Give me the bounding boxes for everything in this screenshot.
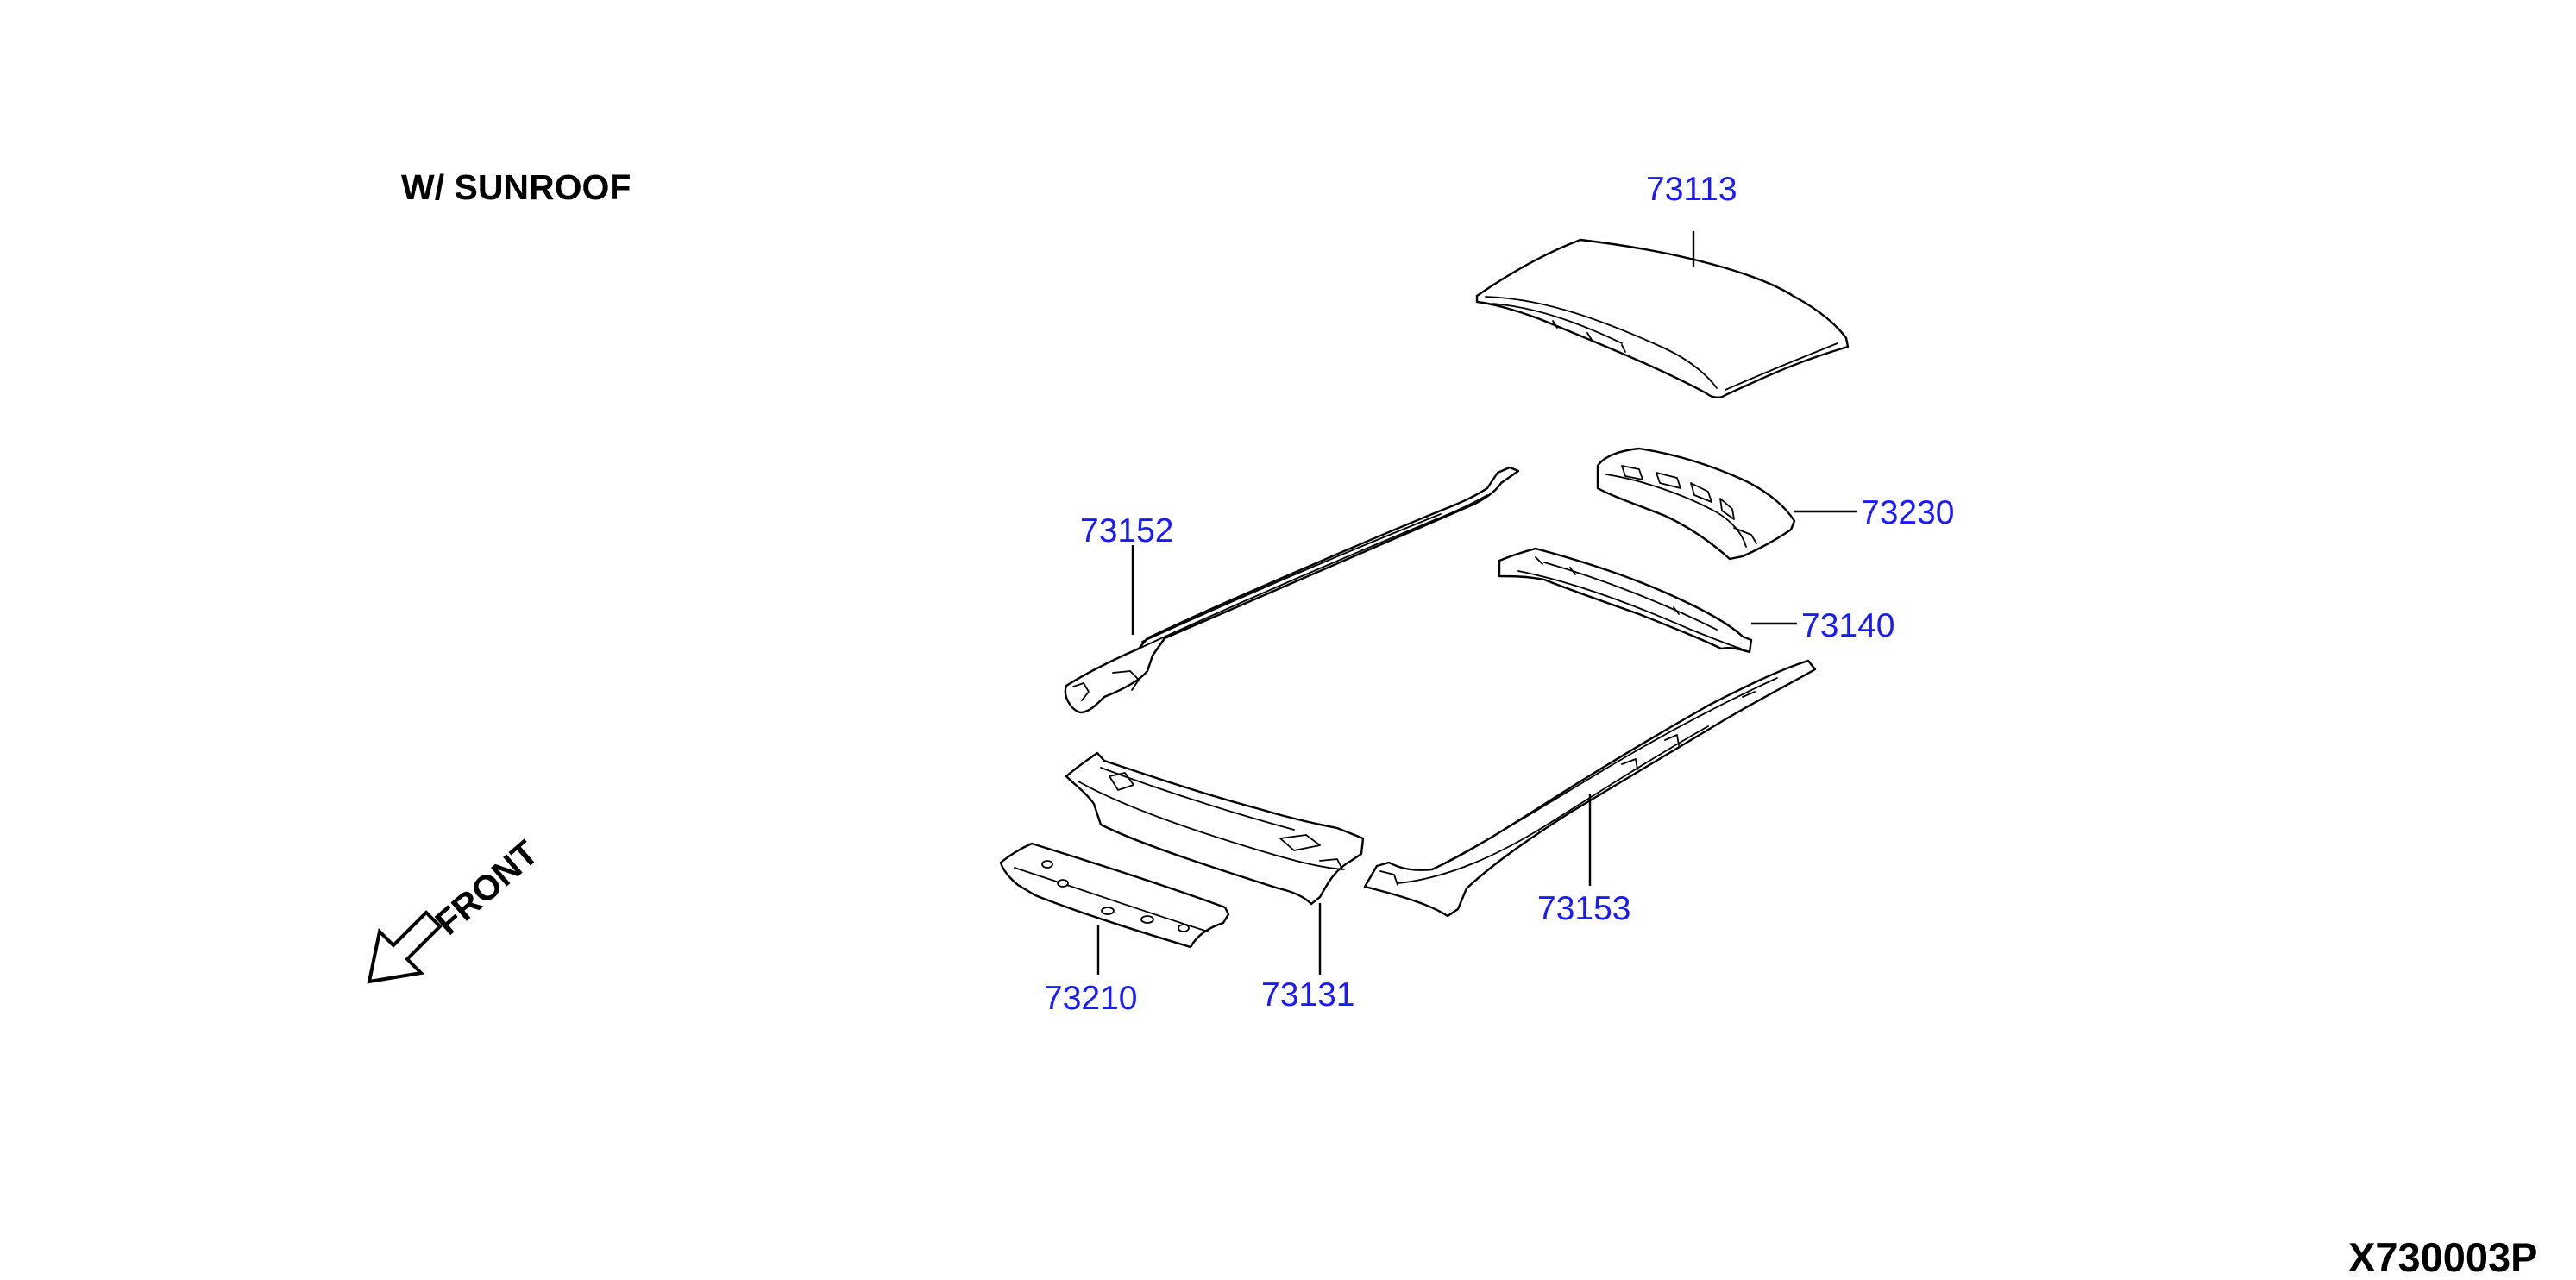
roof-rail-right-part[interactable] [1363,659,1817,918]
part-number-73113[interactable]: 73113 [1646,171,1737,208]
front-roof-bow-part[interactable] [999,842,1230,949]
part-number-73230[interactable]: 73230 [1861,494,1954,531]
front-roof-rail-part[interactable] [1065,751,1365,906]
part-number-73140[interactable]: 73140 [1801,607,1894,644]
center-roof-bow-part[interactable] [1498,547,1753,654]
diagram-code: X730003P [2348,1234,2538,1280]
roof-rail-left-part[interactable] [1064,466,1520,714]
page-heading: W/ SUNROOF [401,167,631,207]
front-label: FRONT [428,832,546,942]
part-number-73152[interactable]: 73152 [1080,512,1173,549]
roof-panel-part[interactable] [1475,238,1850,398]
part-number-73210[interactable]: 73210 [1044,980,1137,1017]
rear-roof-bow-part[interactable] [1596,447,1796,561]
part-number-73131[interactable]: 73131 [1261,976,1354,1013]
front-direction-indicator: FRONT [367,832,546,984]
front-arrow-icon [367,910,443,984]
part-number-73153[interactable]: 73153 [1537,890,1630,927]
